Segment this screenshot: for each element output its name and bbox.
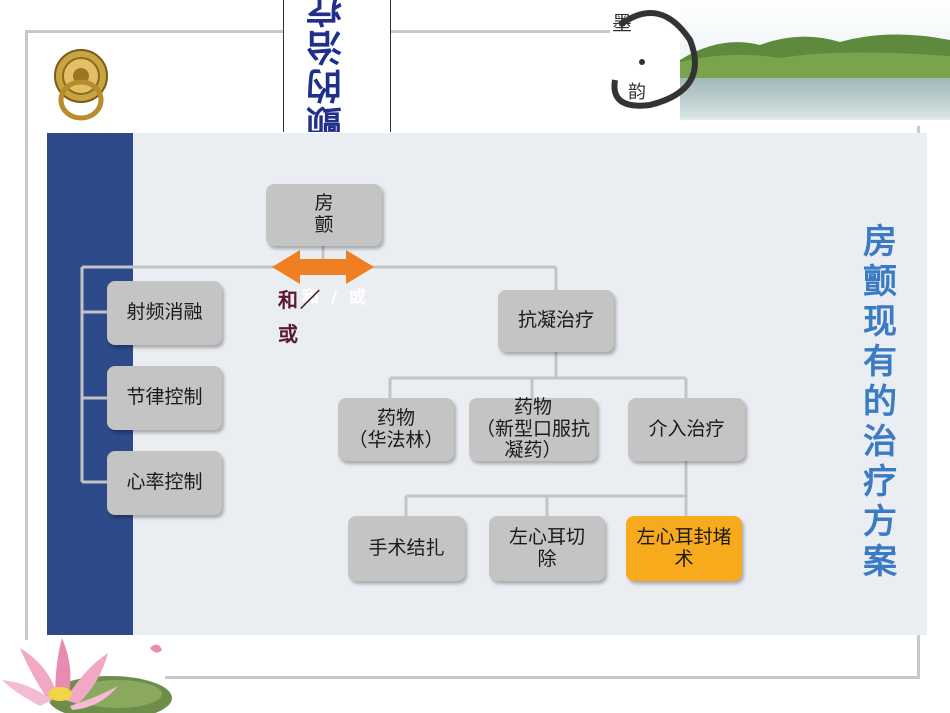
top-title-box: 颤的治疗 (283, 0, 391, 132)
and-or-label-line2: 或 (278, 322, 298, 346)
node-rate-control: 心率控制 (107, 451, 222, 515)
node-interventional-therapy: 介入治疗 (628, 398, 745, 461)
node-drug-noac: 药物 （新型口服抗 凝药） (469, 396, 597, 461)
frame-left-line (25, 30, 28, 640)
node-radiofrequency-ablation: 射频消融 (107, 281, 222, 345)
side-title: 房颤现有的治疗方案 (863, 222, 897, 582)
node-anticoagulation: 抗凝治疗 (498, 290, 614, 352)
node-drug-warfarin: 药物 （华法林） (338, 398, 454, 461)
node-root-af: 房 颤 (266, 184, 382, 246)
and-or-label-line1: 和／ (278, 288, 322, 312)
and-or-label-ghost: 和 / 或 (302, 288, 370, 308)
logo-char-1: 墨 (612, 11, 632, 35)
node-laa-resection: 左心耳切 除 (489, 516, 605, 581)
landscape-logo-image: 墨 韵 (611, 0, 950, 120)
door-knocker-icon (54, 49, 108, 121)
frame-bottom-line (165, 676, 920, 679)
node-laa-occlusion: 左心耳封堵 术 (626, 516, 742, 581)
logo-char-2: 韵 (628, 82, 646, 103)
node-surgical-ligation: 手术结扎 (348, 516, 465, 581)
double-arrow-icon (272, 250, 374, 284)
lotus-flower-image (2, 638, 172, 713)
node-rhythm-control: 节律控制 (107, 366, 222, 430)
